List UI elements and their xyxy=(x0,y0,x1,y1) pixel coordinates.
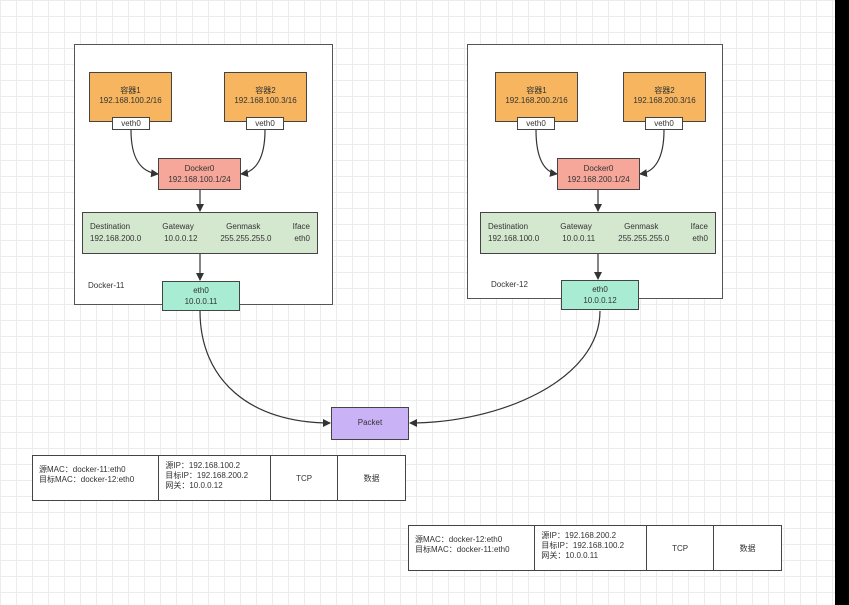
container-ip: 192.168.100.2/16 xyxy=(99,96,162,105)
route-header-iface: Iface xyxy=(292,222,310,231)
route-table-host-2: Destination Gateway Genmask Iface 192.16… xyxy=(480,212,716,254)
nic-name: eth0 xyxy=(592,285,608,294)
bridge-name: Docker0 xyxy=(184,164,215,173)
host-label-docker-11: Docker-11 xyxy=(88,281,125,290)
container-1-host-2: 容器1 192.168.200.2/16 xyxy=(495,72,578,122)
arrow-veth1-to-bridge-host-1 xyxy=(130,129,159,178)
route-gateway: 10.0.0.12 xyxy=(164,234,198,243)
frame-gateway: 网关：10.0.0.11 xyxy=(541,551,599,560)
veth-1-host-2: veth0 xyxy=(517,117,555,130)
route-header-genmask: Genmask xyxy=(624,222,659,231)
frame-proto-cell: TCP xyxy=(271,456,339,500)
route-genmask: 255.255.255.0 xyxy=(618,234,670,243)
frame-mac-dst: 目标MAC：docker-12:eth0 xyxy=(39,475,135,484)
frame-payload-cell: 数据 xyxy=(363,473,380,483)
arrow-nic2-to-packet xyxy=(409,310,601,427)
frame-mac-src: 源MAC：docker-11:eth0 xyxy=(39,465,126,474)
frame-proto-cell: TCP xyxy=(647,526,715,570)
frame-ip-cell: 源IP：192.168.100.2 目标IP：192.168.200.2 网关：… xyxy=(159,456,271,500)
container-ip: 192.168.200.3/16 xyxy=(633,96,696,105)
container-name: 容器2 xyxy=(255,86,276,95)
veth-2-host-1: veth0 xyxy=(246,117,284,130)
route-genmask: 255.255.255.0 xyxy=(220,234,272,243)
route-header-genmask: Genmask xyxy=(226,222,261,231)
packet-frame-1: 源MAC：docker-11:eth0 目标MAC：docker-12:eth0… xyxy=(32,455,406,501)
route-gateway: 10.0.0.11 xyxy=(562,234,596,243)
route-header-row: Destination Gateway Genmask Iface xyxy=(83,221,317,233)
veth-2-host-2: veth0 xyxy=(645,117,683,130)
frame-ip-cell: 源IP：192.168.200.2 目标IP：192.168.100.2 网关：… xyxy=(535,526,647,570)
arrow-nic1-to-packet xyxy=(199,310,331,427)
container-1-host-1: 容器1 192.168.100.2/16 xyxy=(89,72,172,122)
container-name: 容器2 xyxy=(654,86,675,95)
container-2-host-2: 容器2 192.168.200.3/16 xyxy=(623,72,706,122)
route-iface: eth0 xyxy=(294,234,310,243)
container-name: 容器1 xyxy=(120,86,141,95)
eth0-nic-host-1: eth0 10.0.0.11 xyxy=(162,281,240,311)
bridge-name: Docker0 xyxy=(583,164,614,173)
container-name: 容器1 xyxy=(526,86,547,95)
host-label-docker-12: Docker-12 xyxy=(491,280,528,289)
frame-mac-cell: 源MAC：docker-11:eth0 目标MAC：docker-12:eth0 xyxy=(33,456,160,500)
bridge-ip: 192.168.100.1/24 xyxy=(168,175,231,184)
arrow-veth2-to-bridge-host-2 xyxy=(639,129,665,178)
arrow-veth1-to-bridge-host-2 xyxy=(535,129,558,177)
frame-ip-src: 源IP：192.168.100.2 xyxy=(165,461,241,470)
route-header-row: Destination Gateway Genmask Iface xyxy=(481,221,715,233)
nic-ip: 10.0.0.11 xyxy=(184,297,218,306)
frame-ip-src: 源IP：192.168.200.2 xyxy=(541,531,617,540)
eth0-nic-host-2: eth0 10.0.0.12 xyxy=(561,280,639,310)
route-iface: eth0 xyxy=(692,234,708,243)
route-destination: 192.168.100.0 xyxy=(488,234,540,243)
frame-ip-dst: 目标IP：192.168.100.2 xyxy=(541,541,625,550)
route-header-gateway: Gateway xyxy=(162,222,194,231)
route-header-destination: Destination xyxy=(90,222,131,231)
packet-frame-2: 源MAC：docker-12:eth0 目标MAC：docker-11:eth0… xyxy=(408,525,782,571)
route-table-host-1: Destination Gateway Genmask Iface 192.16… xyxy=(82,212,318,254)
route-destination: 192.168.200.0 xyxy=(90,234,142,243)
bridge-ip: 192.168.200.1/24 xyxy=(567,175,630,184)
route-header-destination: Destination xyxy=(488,222,529,231)
nic-name: eth0 xyxy=(193,286,209,295)
container-ip: 192.168.100.3/16 xyxy=(234,96,297,105)
packet-box: Packet xyxy=(331,407,409,440)
frame-gateway: 网关：10.0.0.12 xyxy=(165,481,223,490)
frame-mac-cell: 源MAC：docker-12:eth0 目标MAC：docker-11:eth0 xyxy=(409,526,536,570)
route-value-row: 192.168.100.0 10.0.0.11 255.255.255.0 et… xyxy=(481,233,715,245)
frame-payload-cell: 数据 xyxy=(739,543,756,553)
frame-mac-src: 源MAC：docker-12:eth0 xyxy=(415,535,503,544)
veth-1-host-1: veth0 xyxy=(112,117,150,130)
route-header-iface: Iface xyxy=(690,222,708,231)
frame-mac-dst: 目标MAC：docker-11:eth0 xyxy=(415,545,510,554)
nic-ip: 10.0.0.12 xyxy=(583,296,617,305)
route-header-gateway: Gateway xyxy=(560,222,592,231)
docker0-bridge-host-2: Docker0 192.168.200.1/24 xyxy=(557,158,640,190)
route-value-row: 192.168.200.0 10.0.0.12 255.255.255.0 et… xyxy=(83,233,317,245)
container-ip: 192.168.200.2/16 xyxy=(505,96,568,105)
arrow-veth2-to-bridge-host-1 xyxy=(240,129,266,178)
frame-ip-dst: 目标IP：192.168.200.2 xyxy=(165,471,249,480)
